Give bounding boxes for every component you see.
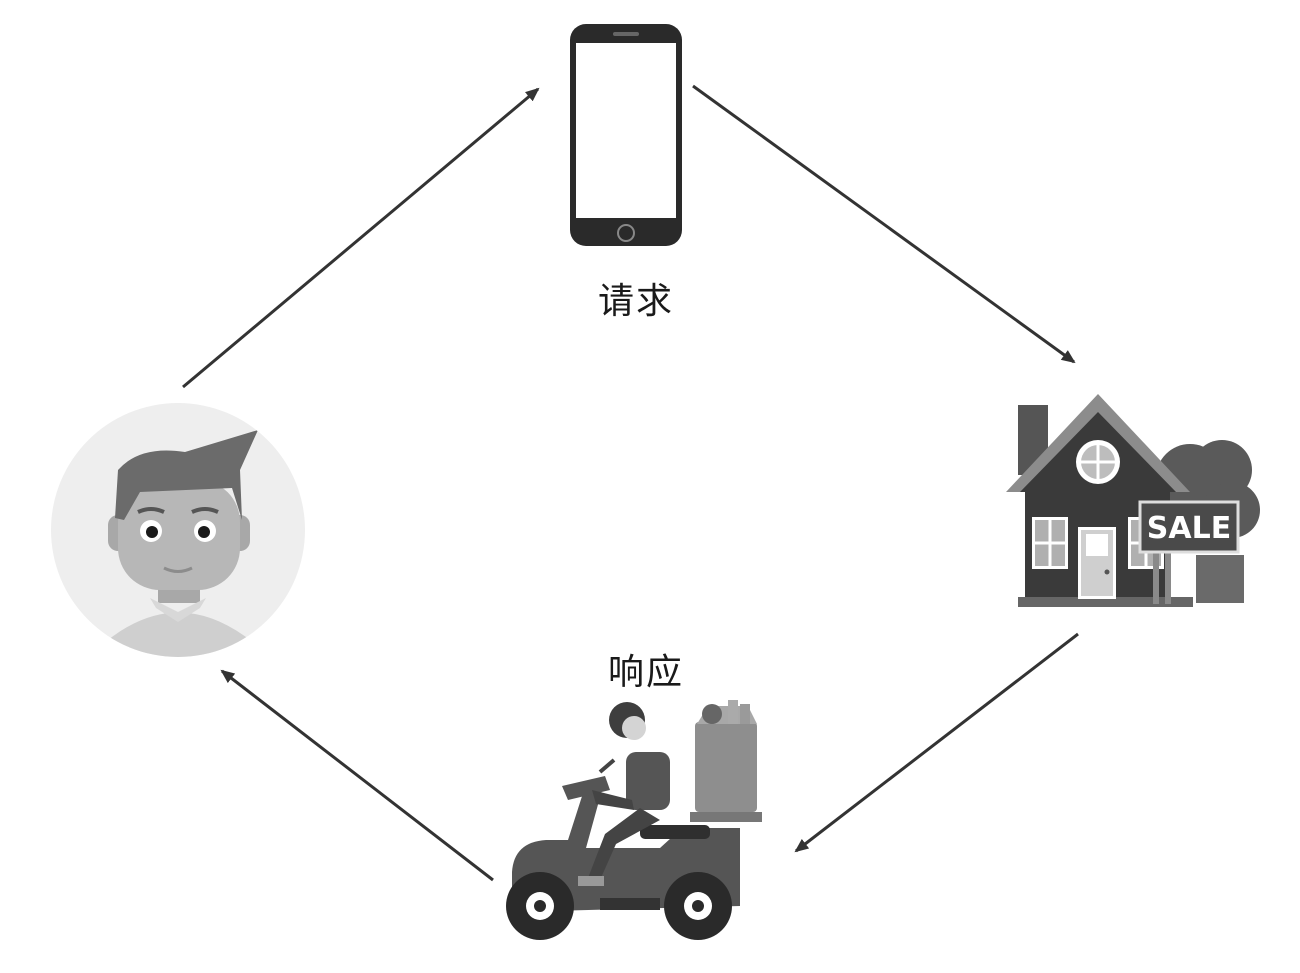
arrow-user-to-phone bbox=[182, 87, 540, 389]
smartphone-icon bbox=[570, 24, 682, 246]
arrow-courier-to-user bbox=[220, 669, 494, 882]
request-label: 请求 bbox=[598, 281, 675, 322]
sale-sign-text: SALE bbox=[1147, 511, 1231, 546]
delivery-scooter-icon bbox=[506, 700, 762, 940]
arrow-phone-to-store bbox=[692, 84, 1076, 364]
response-label: 响应 bbox=[608, 652, 685, 693]
arrow-store-to-courier bbox=[794, 632, 1079, 853]
user-avatar-icon bbox=[51, 403, 305, 657]
house-for-sale-icon bbox=[1006, 394, 1260, 607]
